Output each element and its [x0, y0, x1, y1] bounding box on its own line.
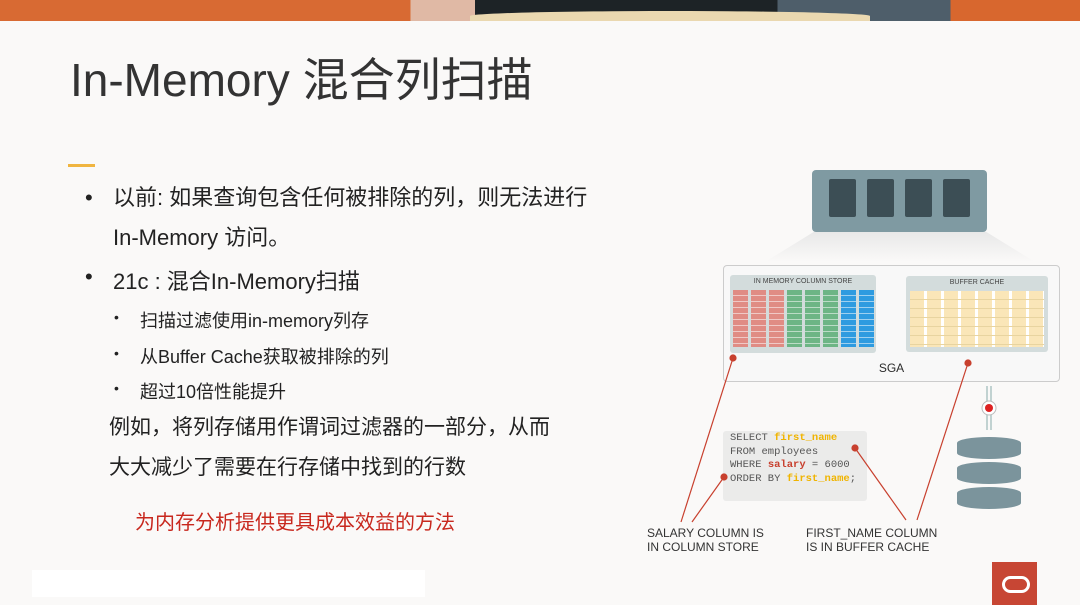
sga-label: SGA	[878, 361, 905, 375]
oracle-logo	[992, 562, 1037, 605]
sub-bullet-text: 扫描过滤使用in-memory列存	[140, 311, 370, 331]
example-text: 例如，将列存储用作谓词过滤器的一部分，从而大大减少了需要在行存储中找到的行数	[109, 416, 550, 479]
bullet-text: In-Memory 访问。	[113, 225, 291, 250]
decorative-banner	[0, 0, 1080, 21]
sub-bullet: •超过10倍性能提升	[114, 380, 287, 402]
footer-box	[32, 570, 425, 597]
sub-bullet-text: 超过10倍性能提升	[140, 382, 287, 402]
sub-bullet: •从Buffer Cache获取被排除的列	[114, 345, 389, 367]
bullet-text: 21c : 混合In-Memory扫描	[113, 269, 360, 294]
bullet-text: 以前: 如果查询包含任何被排除的列，则无法进行	[113, 185, 588, 210]
bullet-2: •21c : 混合In-Memory扫描	[85, 264, 360, 294]
slide-title: In-Memory 混合列扫描	[70, 54, 533, 106]
memory-module-icon	[812, 170, 987, 232]
ram-shadow	[765, 232, 1035, 262]
sql-query: SELECT first_name FROM employees WHERE s…	[723, 431, 867, 501]
sub-bullet: •扫描过滤使用in-memory列存	[114, 309, 370, 331]
accent-line	[68, 164, 95, 167]
in-memory-column-store: IN MEMORY COLUMN STORE	[730, 275, 876, 353]
database-icon	[957, 437, 1021, 512]
sga-box: IN MEMORY COLUMN STORE BUFFER CACHE SGA	[723, 265, 1060, 382]
highlight-text: 为内存分析提供更具成本效益的方法	[135, 512, 455, 534]
sub-bullet-text: 从Buffer Cache获取被排除的列	[140, 347, 389, 367]
buffer-cache: BUFFER CACHE	[906, 276, 1048, 352]
